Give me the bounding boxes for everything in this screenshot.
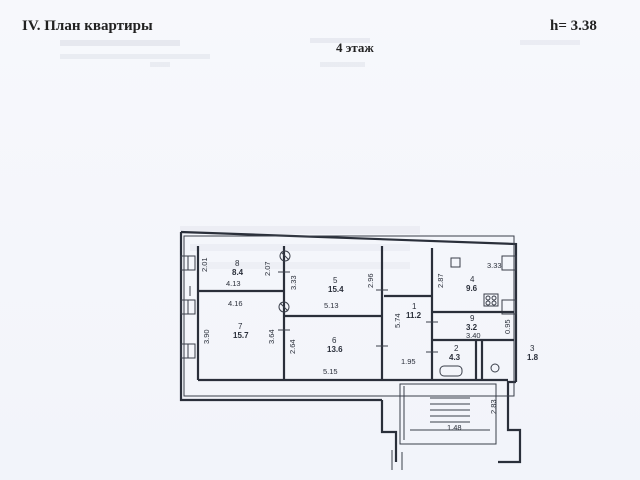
room-6-number: 6 <box>332 336 337 345</box>
dim-3-90: 3.90 <box>202 329 211 344</box>
room-8-area: 8.4 <box>232 268 244 277</box>
dim-0-95: 0.95 <box>503 319 512 334</box>
room-9-area: 3.2 <box>466 323 478 332</box>
stairwell <box>391 383 497 470</box>
room-5-area: 15.4 <box>328 285 344 294</box>
inner-outline <box>183 235 515 397</box>
stove-icon <box>483 293 499 307</box>
bathtub-icon <box>439 365 463 377</box>
dim-2-83: 2.83 <box>489 399 498 414</box>
dim-3-33: 3.33 <box>289 275 298 290</box>
sink-icon <box>450 257 461 268</box>
door-markers <box>189 271 438 353</box>
dim-5-74: 5.74 <box>393 313 402 328</box>
room-6-area: 13.6 <box>327 345 343 354</box>
outer-walls <box>179 230 522 464</box>
kitchen-fixtures <box>439 257 500 377</box>
room-4-area: 9.6 <box>466 284 478 293</box>
dim-1-48: 1.48 <box>447 423 462 432</box>
dim-3-64: 3.64 <box>267 329 276 344</box>
dim-5-13: 5.13 <box>324 301 339 310</box>
ceiling-height: h= 3.38 <box>550 18 597 34</box>
room-9-number: 9 <box>470 314 475 323</box>
room-8-number: 8 <box>235 259 240 268</box>
dim-4-13: 4.13 <box>226 279 241 288</box>
interior-walls <box>196 246 514 382</box>
bleed-through-marks <box>60 38 580 269</box>
room-3-area: 1.8 <box>527 353 539 362</box>
plan-title: IV. План квартиры <box>22 18 153 34</box>
windows-left <box>180 255 517 359</box>
dimension-labels: 2.01 4.13 2.07 3.33 4.16 5.13 2.96 2.87 … <box>200 257 512 432</box>
room-4-number: 4 <box>470 275 475 284</box>
columns <box>278 250 291 313</box>
dim-2-01: 2.01 <box>200 257 209 272</box>
dim-2-07: 2.07 <box>263 261 272 276</box>
room-7-number: 7 <box>238 322 243 331</box>
dim-3-40: 3.40 <box>466 331 481 340</box>
room-3-number: 3 <box>530 344 535 353</box>
room-7-area: 15.7 <box>233 331 249 340</box>
floor-label: 4 этаж <box>336 40 374 55</box>
dim-4-16: 4.16 <box>228 299 243 308</box>
dim-1-95: 1.95 <box>401 357 416 366</box>
room-5-number: 5 <box>333 276 338 285</box>
dim-2-64: 2.64 <box>288 339 297 354</box>
room-2-area: 4.3 <box>449 353 461 362</box>
toilet-icon <box>490 363 500 373</box>
dim-3-33-kitchen: 3.33 <box>487 261 502 270</box>
dim-2-96: 2.96 <box>366 273 375 288</box>
dim-2-87: 2.87 <box>436 273 445 288</box>
room-labels: 8 8.4 5 15.4 4 9.6 1 11.2 9 3.2 7 15.7 6… <box>232 259 539 362</box>
room-2-number: 2 <box>454 344 459 353</box>
room-1-number: 1 <box>412 302 417 311</box>
dim-5-15: 5.15 <box>323 367 338 376</box>
room-1-area: 11.2 <box>406 311 422 320</box>
